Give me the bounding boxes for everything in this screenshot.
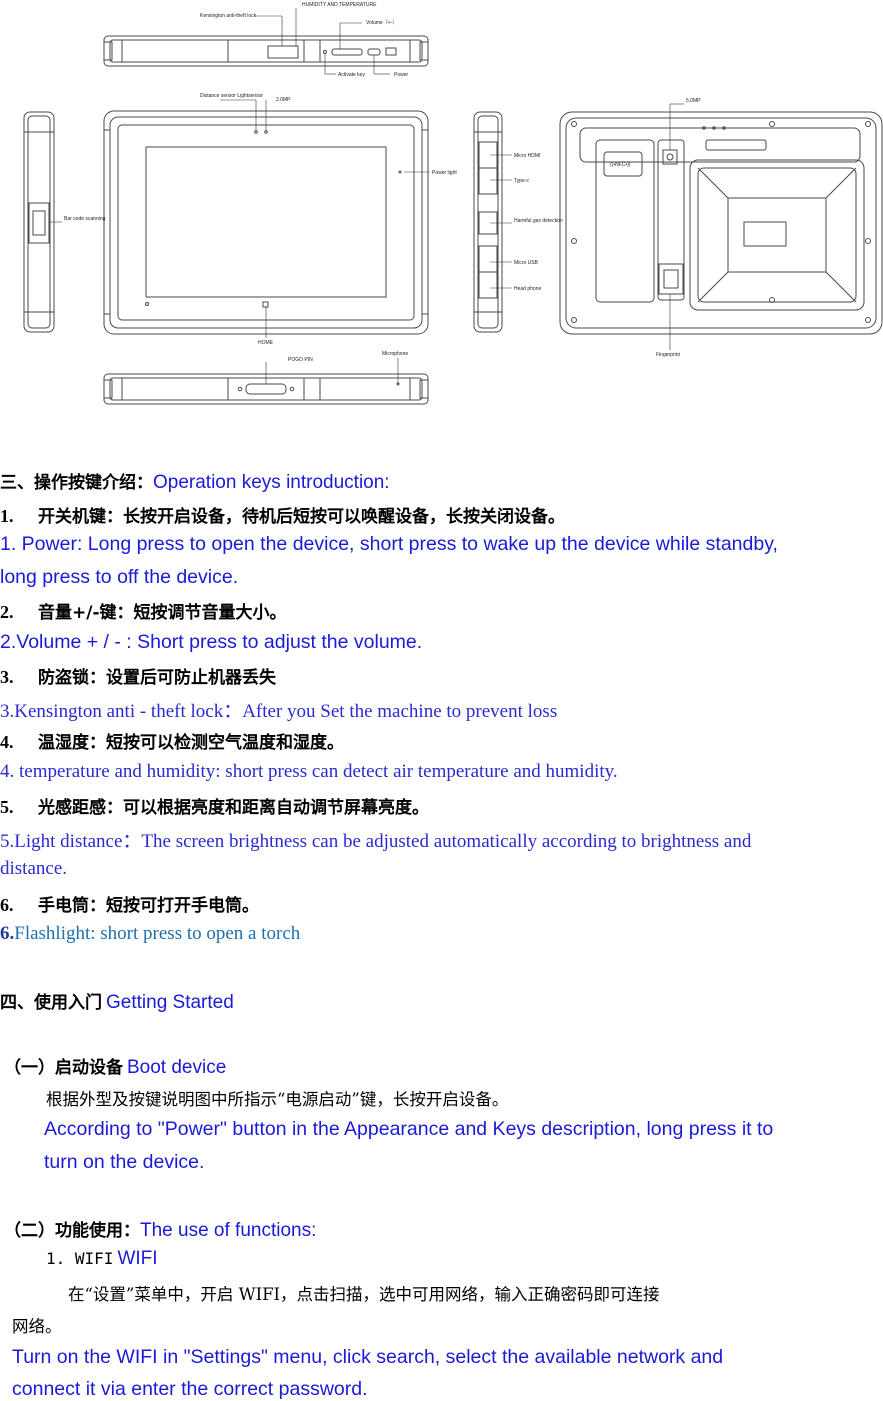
back-view	[559, 111, 883, 335]
sub1-heading-zh: （一）启动设备	[4, 1058, 123, 1078]
nfc-label: ((•NFC•))	[610, 162, 631, 168]
item1-zh: 开关机键：长按开启设备，待机后短按可以唤醒设备，长按关闭设备。	[38, 507, 565, 527]
section4-heading-en: Getting Started	[106, 992, 234, 1013]
item1-zh-line: 1. 开关机键：长按开启设备，待机后短按可以唤醒设备，长按关闭设备。	[0, 502, 565, 527]
callout-camera-front: 2.0MP	[276, 97, 291, 103]
left-side-view	[23, 111, 55, 333]
item1-en-line1: 1. Power: Long press to open the device,…	[0, 533, 778, 555]
item3-zh: 防盗锁：设置后可防止机器丢失	[38, 668, 276, 688]
callout-volume: Volume（+-）	[366, 20, 397, 26]
callout-pogo: POGO PIN	[288, 357, 313, 363]
sub2-item1-number: 1. WIFI	[46, 1249, 114, 1268]
sub2-heading-en: The use of functions:	[140, 1220, 317, 1241]
sub1-body-en-line1: According to "Power" button in the Appea…	[44, 1118, 774, 1140]
item5-en-line2: distance.	[0, 858, 68, 879]
item5-zh: 光感距感：可以根据亮度和距离自动调节屏幕亮度。	[38, 798, 429, 818]
sub1-body-en-line2: turn on the device.	[44, 1151, 205, 1173]
callout-power: Power	[394, 72, 409, 78]
item6-number: 6.	[0, 895, 14, 915]
callout-humidity: HUMIDITY AND TEMPERATURE	[302, 2, 377, 8]
item5-zh-line: 5. 光感距感：可以根据亮度和距离自动调节屏幕亮度。	[0, 793, 429, 818]
callout-kensington: Kensington anti-theft lock	[200, 13, 257, 19]
sub2-heading-zh: （二）功能使用：	[4, 1221, 140, 1241]
item2-en-line1: 2.Volume + / - : Short press to adjust t…	[0, 631, 423, 653]
callout-typec: Type-c	[514, 178, 530, 184]
sub1-heading-en: Boot device	[127, 1057, 227, 1078]
callout-fingerprint: Fingerprint	[656, 352, 681, 358]
callout-microusb: Micro USB	[514, 260, 539, 266]
device-diagram-svg: Kensington anti-theft lock HUMIDITY AND …	[23, 2, 883, 405]
item6-zh-line: 6. 手电筒：短按可打开手电筒。	[0, 891, 259, 916]
item5-number: 5.	[0, 797, 14, 817]
callout-home: HOME	[258, 340, 274, 346]
callout-barcode: Bar code scanning	[64, 216, 106, 222]
item1-number: 1.	[0, 506, 14, 526]
sub2-body-zh-line1: 在“设置”菜单中，开启 WIFI，点击扫描，选中可用网络，输入正确密码即可连接	[68, 1285, 660, 1304]
item3-en-line1: 3.Kensington anti - theft lock：After you…	[0, 701, 558, 722]
callout-hdmi: Micro HDMI	[514, 153, 540, 159]
section3-heading-zh: 三、操作按键介绍：	[0, 473, 153, 493]
callout-power-light: Power light	[432, 170, 457, 176]
sub1-heading: （一）启动设备 Boot device	[4, 1053, 226, 1079]
item2-zh-line: 2. 音量+/-键：短按调节音量大小。	[0, 598, 287, 623]
sub2-item1-en: WIFI	[117, 1248, 158, 1269]
item2-number: 2.	[0, 602, 14, 622]
callout-camera-back: 5.0MP	[686, 98, 701, 104]
item3-zh-line: 3. 防盗锁：设置后可防止机器丢失	[0, 663, 276, 688]
item6-en-line1: 6.Flashlight: short press to open a torc…	[0, 923, 300, 945]
item3-number: 3.	[0, 667, 14, 687]
callout-activate: Activate key	[338, 72, 365, 78]
callout-headphone: Head phone	[514, 286, 541, 292]
item6-zh: 手电筒：短按可打开手电筒。	[38, 896, 259, 916]
front-view	[103, 110, 429, 335]
device-diagram: Kensington anti-theft lock HUMIDITY AND …	[0, 0, 883, 412]
item4-zh: 温湿度：短按可以检测空气温度和湿度。	[38, 733, 344, 753]
sub2-body-en-line2: connect it via enter the correct passwor…	[12, 1378, 368, 1400]
section4-heading: 四、使用入门 Getting Started	[0, 988, 234, 1014]
sub2-heading: （二）功能使用：The use of functions:	[4, 1216, 316, 1242]
callout-harmful: Harmful gas detection	[514, 218, 563, 224]
item2-zh: 音量+/-键：短按调节音量大小。	[38, 603, 287, 623]
sub1-body-zh: 根据外型及按键说明图中所指示“电源启动”键，长按开启设备。	[46, 1090, 509, 1109]
item4-en-line1: 4. temperature and humidity: short press…	[0, 761, 618, 782]
item4-number: 4.	[0, 732, 14, 752]
right-side-view	[473, 111, 503, 333]
item5-en-line1: 5.Light distance：The screen brightness c…	[0, 831, 752, 852]
section3-heading: 三、操作按键介绍：Operation keys introduction:	[0, 468, 390, 494]
sub2-item1-line: 1. WIFI WIFI	[46, 1248, 158, 1270]
section3-heading-en: Operation keys introduction:	[153, 472, 390, 493]
callout-microphone: Microphone	[382, 351, 408, 357]
callout-distance: Distance sensor Lightsensor	[200, 93, 263, 99]
item4-zh-line: 4. 温湿度：短按可以检测空气温度和湿度。	[0, 728, 344, 753]
item1-en-line2: long press to off the device.	[0, 566, 239, 588]
section4-heading-zh: 四、使用入门	[0, 993, 102, 1013]
sub2-body-en-line1: Turn on the WIFI in "Settings" menu, cli…	[12, 1346, 724, 1368]
item6-en-text: Flashlight: short press to open a torch	[14, 923, 301, 944]
top-edge-view	[103, 35, 429, 67]
item6-en-number: 6.	[0, 923, 15, 944]
sub2-body-zh-line2: 网络。	[12, 1317, 62, 1336]
